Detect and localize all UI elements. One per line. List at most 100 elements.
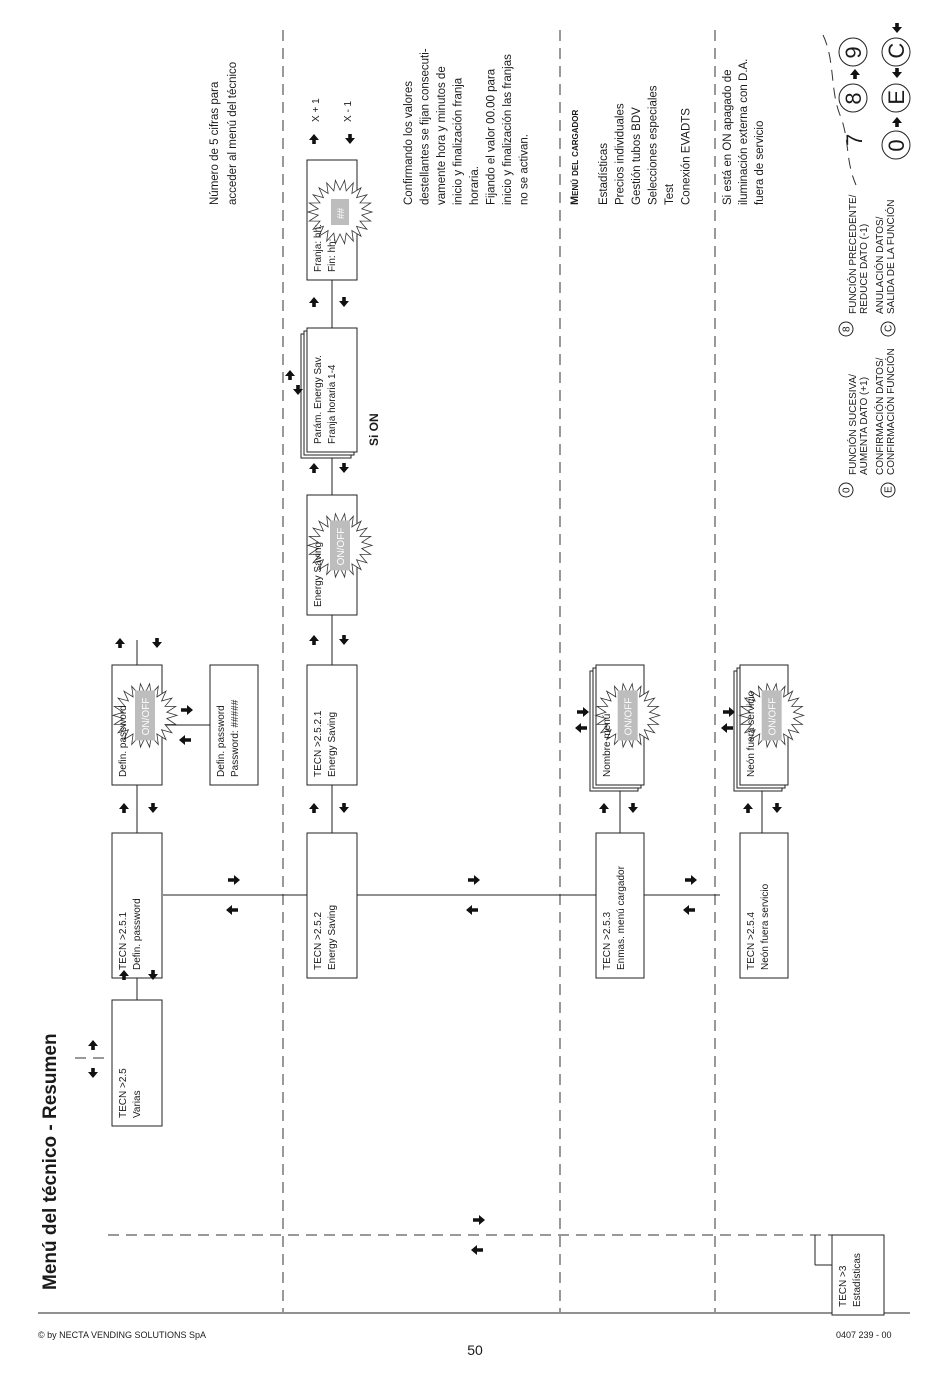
box-line: Franja horaria 1-4	[327, 364, 338, 444]
key-c-small-label: C	[884, 325, 895, 332]
note-cargador-items-line: Test	[664, 183, 676, 205]
box-line: Varias	[132, 1090, 143, 1118]
box-line: Fin: hh:	[327, 239, 338, 272]
box-line: TECN >3	[838, 1265, 849, 1307]
note-neon-line: Si está en ON apagado de	[722, 69, 734, 205]
key-0-small-label: 0	[842, 487, 853, 493]
box-line: TECN >2.5.4	[746, 911, 757, 970]
key-9-large: 9	[838, 37, 868, 67]
box-line: Estadísticas	[852, 1253, 863, 1307]
legend-line: REDUCE DATO (-1)	[859, 224, 870, 314]
key-e-small: E	[880, 482, 896, 498]
legend-kC: ANULACIÓN DATOS/SALIDA DE LA FUNCIÓN	[873, 200, 897, 314]
note-neon: Si está en ON apagado de iluminación exte…	[722, 59, 766, 205]
note-neon-line: fuera de servicio	[754, 121, 766, 205]
box-line: TECN >2.5.3	[602, 911, 613, 970]
box-line: Password: #####	[230, 699, 241, 777]
note-franjas-line: Confirmando los valores	[403, 81, 415, 205]
page-title: Menú del técnico - Resumen	[40, 1033, 61, 1290]
legend-line: CONFIRMACIÓN FUNCIÓN	[884, 348, 897, 475]
key-c-large-label: C	[884, 43, 909, 59]
note-cargador-items-line: Selecciones especiales	[648, 85, 660, 205]
menu-box-b253a: Nombre menú ON/OFF	[589, 664, 662, 792]
legend-kE: CONFIRMACIÓN DATOS/CONFIRMACIÓN FUNCIÓN	[873, 348, 897, 475]
box-line: Defin. password	[216, 705, 227, 777]
legend-line: AUMENTA DATO (+1)	[859, 377, 870, 475]
note-franjas-line: no se activan.	[519, 134, 531, 205]
box-line: Energy Saving	[327, 905, 338, 970]
box-line: TECN >2.5	[118, 1068, 129, 1118]
keypad-cut-line	[822, 34, 857, 186]
menu-box-b2521b: Parám. Energy Sav.Franja horaria 1-4	[300, 327, 358, 459]
legend-line: SALIDA DE LA FUNCIÓN	[884, 200, 897, 314]
note-franjas-line: Fijando el valor 00.00 para	[486, 68, 498, 205]
key-8-small-label: 8	[842, 326, 853, 332]
note-cargador-items-line: Estadísticas	[598, 143, 610, 205]
menu-box-b2521c: Franja: hh:Fin: hh:##	[306, 159, 374, 281]
note-password: Número de 5 cifras para acceder al menú d…	[209, 62, 239, 205]
legend-line: FUNCIÓN PRECEDENTE/	[846, 194, 859, 314]
note-franjas-line: inicio y finalización las franjas	[502, 54, 514, 205]
menu-box-b254a: Neón fuera servicio ON/OFF	[733, 664, 806, 792]
key-e-large: E	[881, 83, 911, 113]
menu-box-b251a: Defin. password ON/OFF	[111, 664, 179, 786]
section-separators	[75, 30, 832, 1312]
onoff-value: ON/OFF	[768, 698, 779, 736]
box-line: Nombre menú	[602, 714, 613, 777]
note-franjas-line: destellantes se fijan consecuti-	[420, 48, 432, 205]
legend-line: ANULACIÓN DATOS/	[873, 216, 886, 314]
copyright: © by NECTA VENDING SOLUTIONS SpA	[38, 1330, 207, 1340]
box-line: Neón fuera servicio	[760, 883, 771, 970]
onoff-value: ON/OFF	[336, 528, 347, 566]
note-franjas: Confirmando los valores destellantes se f…	[403, 48, 531, 205]
note-cargador-items-line: Conexión EVADTS	[681, 108, 693, 205]
x-minus-label: X - 1	[343, 100, 354, 122]
box-line: Energy Saving	[327, 712, 338, 777]
legend-k0: FUNCIÓN SUCESIVA/AUMENTA DATO (+1)	[846, 374, 870, 475]
note-password-line: acceder al menú del técnico	[227, 62, 239, 205]
box-line: TECN >2.5.1	[118, 911, 129, 970]
key-8-large: 8	[838, 83, 868, 113]
box-line: Neón fuera servicio	[746, 690, 757, 777]
doc-code: 0407 239 - 00	[836, 1330, 892, 1340]
page-number: 50	[467, 1342, 483, 1358]
key-9-large-label: 9	[841, 46, 866, 58]
legend-line: CONFIRMACIÓN DATOS/	[873, 357, 886, 475]
x-plus-label: X + 1	[311, 98, 322, 122]
note-cargador-title: Menú del cargador	[569, 110, 581, 205]
box-line: Parám. Energy Sav.	[313, 355, 324, 444]
navigation-arrows	[88, 134, 782, 1255]
key-8-small: 8	[838, 321, 854, 337]
note-cargador-items-line: Precios individuales	[615, 103, 627, 205]
box-line: TECN >2.5.2	[313, 911, 324, 970]
box-line: Defin. password	[132, 898, 143, 970]
key-e-large-label: E	[884, 90, 909, 105]
box-line: Enmas. menú cargador	[616, 865, 627, 970]
key-0-large: 0	[881, 130, 911, 160]
si-on-label: Si ON	[367, 413, 381, 446]
note-password-line: Número de 5 cifras para	[209, 81, 221, 205]
key-c-large: C	[881, 37, 911, 67]
key-0-small: 0	[838, 482, 854, 498]
note-franjas-line: inicio y finalización franja	[453, 77, 465, 205]
legend-line: FUNCIÓN SUCESIVA/	[846, 374, 859, 475]
box-line: Defin. password	[118, 705, 129, 777]
onoff-value: ON/OFF	[141, 698, 152, 736]
legend-k8: FUNCIÓN PRECEDENTE/REDUCE DATO (-1)	[846, 194, 870, 314]
onoff-value: ON/OFF	[624, 698, 635, 736]
key-8-large-label: 8	[841, 92, 866, 104]
note-franjas-line: vamente hora y minutos de	[436, 66, 448, 205]
box-line: Energy Saving	[313, 542, 324, 607]
key-0-large-label: 0	[884, 139, 909, 151]
note-neon-line: iluminación externa con D.A.	[738, 59, 750, 205]
box-line: TECN >2.5.2.1	[313, 710, 324, 777]
blink-value: ##	[336, 207, 347, 219]
